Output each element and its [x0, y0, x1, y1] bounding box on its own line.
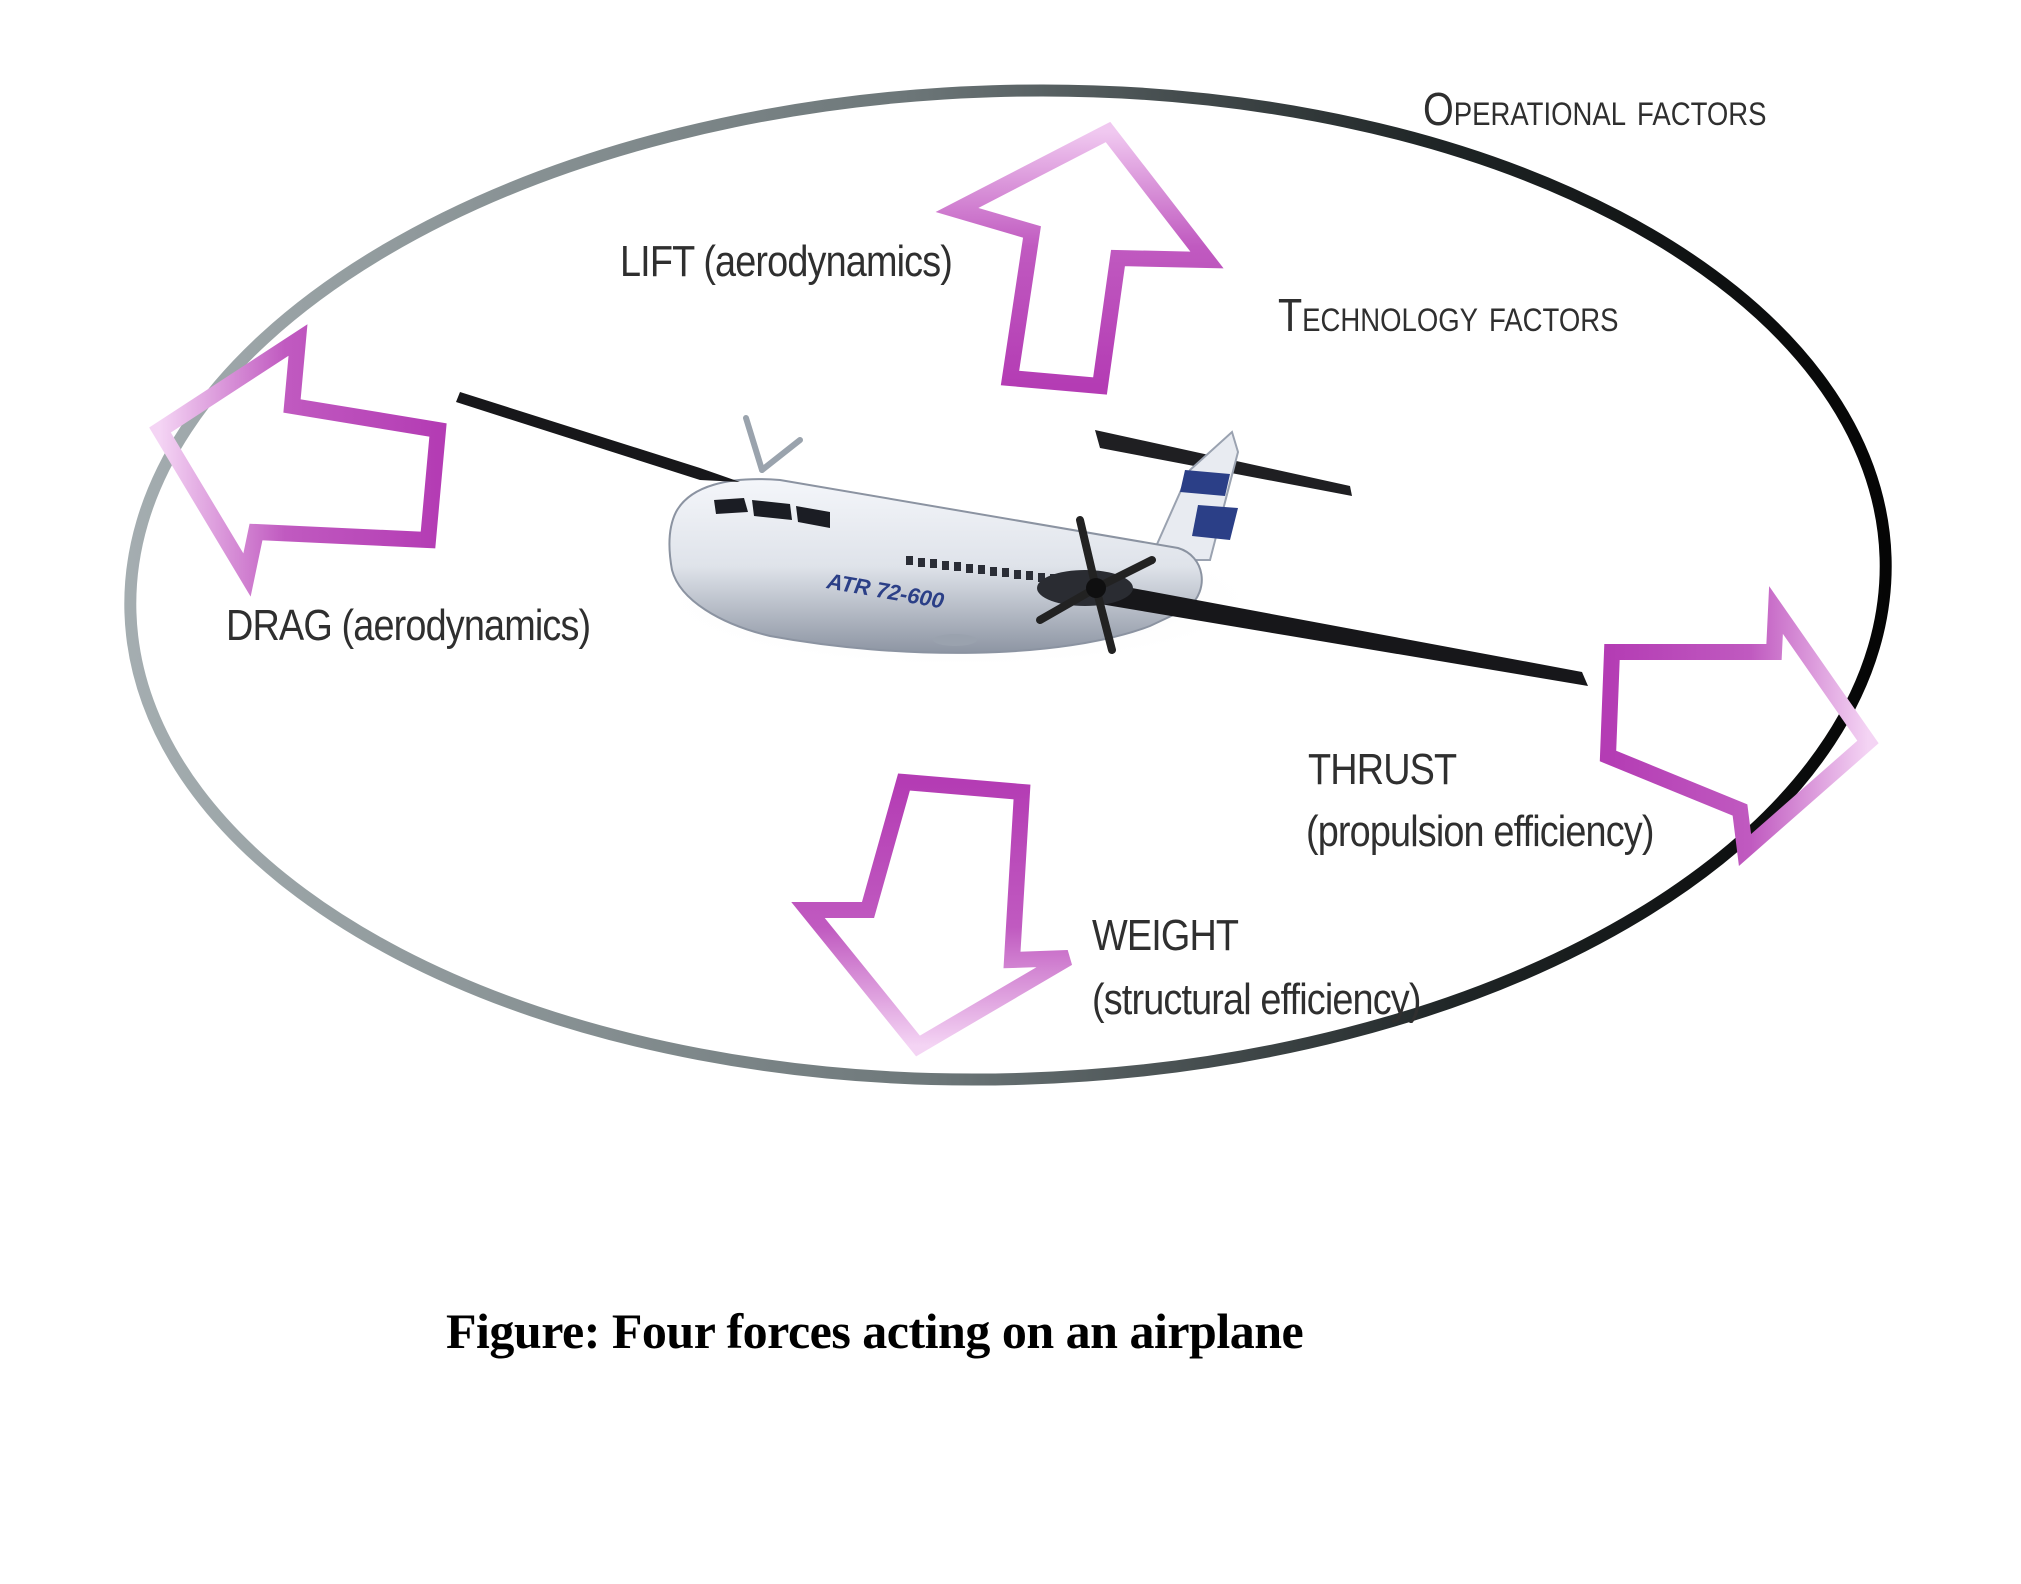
weight-arrow — [791, 773, 1073, 1057]
lift-arrow-outline — [935, 121, 1224, 395]
operational-factors-label: Operational factors — [1423, 83, 1767, 135]
drag-label: DRAG (aerodynamics) — [226, 601, 591, 650]
weight-sublabel: (structural efficiency) — [1092, 975, 1421, 1024]
thrust-arrow — [1599, 586, 1879, 866]
figure-caption: Figure: Four forces acting on an airplan… — [446, 1303, 1304, 1359]
lift-label: LIFT (aerodynamics) — [620, 237, 953, 286]
drag-arrow — [149, 324, 447, 597]
technology-factors-label: Technology factors — [1278, 289, 1619, 341]
weight-label: WEIGHT — [1092, 911, 1239, 960]
airplane-illustration: ATR 72-600 — [456, 392, 1588, 686]
operational-factors-ellipse — [124, 84, 1892, 1086]
thrust-sublabel: (propulsion efficiency) — [1306, 807, 1654, 856]
thrust-label: THRUST — [1308, 745, 1457, 794]
